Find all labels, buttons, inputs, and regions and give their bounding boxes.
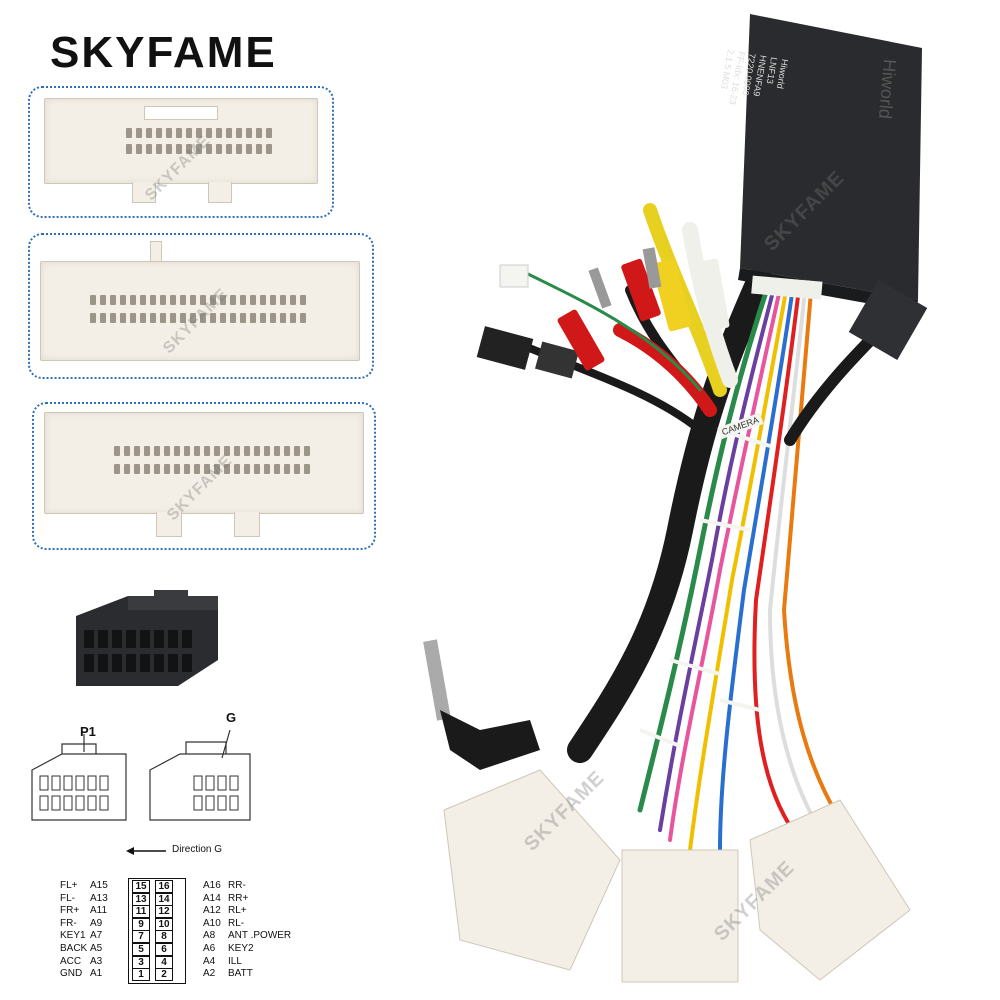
- pin-left-name: GND: [60, 968, 83, 980]
- connector-panel-2: SKYFAME: [28, 233, 374, 379]
- pin-right-number: 8: [155, 930, 173, 944]
- pin-left-number: 15: [132, 880, 150, 893]
- connector-photo-2: [40, 261, 360, 361]
- connector-latch: [156, 512, 182, 537]
- pin-right-code: A10: [203, 917, 221, 929]
- pin-left-code: A7: [90, 930, 103, 942]
- pin-left-code: A11: [90, 905, 108, 917]
- pin-right-code: A4: [203, 955, 216, 967]
- pin-left-name: BACK: [60, 943, 88, 954]
- pin-right-number: 6: [155, 943, 173, 956]
- pin-right-number: 12: [155, 905, 173, 919]
- pin-left-name: ACC: [60, 955, 82, 967]
- connector-photo-3: [44, 412, 364, 514]
- pin-right-code: A16: [203, 880, 221, 891]
- pin-right-name: KEY2: [228, 943, 254, 954]
- connector-panel-3: SKYFAME: [32, 402, 376, 550]
- pin-left-number: 3: [132, 955, 150, 969]
- pin-left-code: A3: [90, 955, 103, 967]
- connector-latch: [208, 182, 232, 203]
- pin-right-name: RR+: [228, 892, 249, 904]
- pin-left-code: A5: [90, 943, 103, 954]
- pin-row: [126, 144, 272, 154]
- pin-left-number: 1: [132, 968, 150, 982]
- pin-left-name: FR-: [60, 917, 77, 929]
- connector-latch: [132, 182, 156, 203]
- pin-row: [114, 464, 310, 474]
- sixteen-pin-plug: [68, 590, 224, 692]
- direction-label: Direction G: [172, 844, 223, 855]
- wiring-harness-photo: [420, 10, 960, 990]
- pin-left-code: A1: [90, 968, 103, 980]
- g-label: G: [226, 710, 237, 725]
- pinout-row: FR- A9 9 10 A10 RL-: [60, 917, 300, 931]
- connector-latch: [234, 512, 260, 537]
- pin-row: [90, 313, 306, 323]
- pin-right-code: A2: [203, 968, 216, 980]
- pin-right-number: 2: [155, 968, 173, 982]
- pin-right-name: RL-: [228, 917, 245, 929]
- pin-row: [126, 128, 272, 138]
- pinout-row: FL- A13 13 14 A14 RR+: [60, 892, 300, 906]
- connector-panel-1: SKYFAME: [28, 86, 334, 218]
- pinout-connector-outline: [128, 878, 186, 984]
- pin-left-number: 13: [132, 892, 150, 906]
- pin-row: [114, 446, 310, 456]
- pin-right-number: 16: [155, 880, 173, 893]
- pin-left-code: A9: [90, 917, 103, 929]
- connector-tab: [144, 106, 218, 120]
- direction-arrow-icon: [124, 844, 168, 856]
- pin-right-code: A8: [203, 930, 216, 942]
- pinout-row: FR+ A11 11 12 A12 RL+: [60, 905, 300, 919]
- pin-right-code: A12: [203, 905, 221, 917]
- pin-left-name: FL-: [60, 892, 75, 904]
- pin-left-number: 11: [132, 905, 150, 919]
- pin-left-name: FR+: [60, 905, 80, 917]
- pin-right-name: RL+: [228, 905, 247, 917]
- pin-left-code: A15: [90, 880, 108, 891]
- pin-right-name: ILL: [228, 955, 242, 967]
- pin-right-code: A6: [203, 943, 216, 954]
- connector-line-drawing: [26, 729, 266, 830]
- pin-right-number: 14: [155, 892, 173, 906]
- pin-right-name: RR-: [228, 880, 246, 891]
- pin-left-name: KEY1: [60, 930, 86, 942]
- pin-right-name: BATT: [228, 968, 253, 980]
- pin-left-code: A13: [90, 892, 108, 904]
- pin-right-name: ANT .POWER: [228, 930, 292, 942]
- pin-row: [90, 295, 306, 305]
- pin-right-number: 10: [155, 917, 173, 931]
- brand-logo: SKYFAME: [50, 28, 277, 77]
- pin-left-number: 7: [132, 930, 150, 944]
- pin-left-name: FL+: [60, 880, 78, 891]
- pinout-row: FL+ A15 15 16 A16 RR-: [60, 880, 300, 893]
- connector-tab: [150, 241, 162, 263]
- pin-right-number: 4: [155, 955, 173, 969]
- pin-left-number: 9: [132, 917, 150, 931]
- pin-right-code: A14: [203, 892, 221, 904]
- pin-left-number: 5: [132, 943, 150, 956]
